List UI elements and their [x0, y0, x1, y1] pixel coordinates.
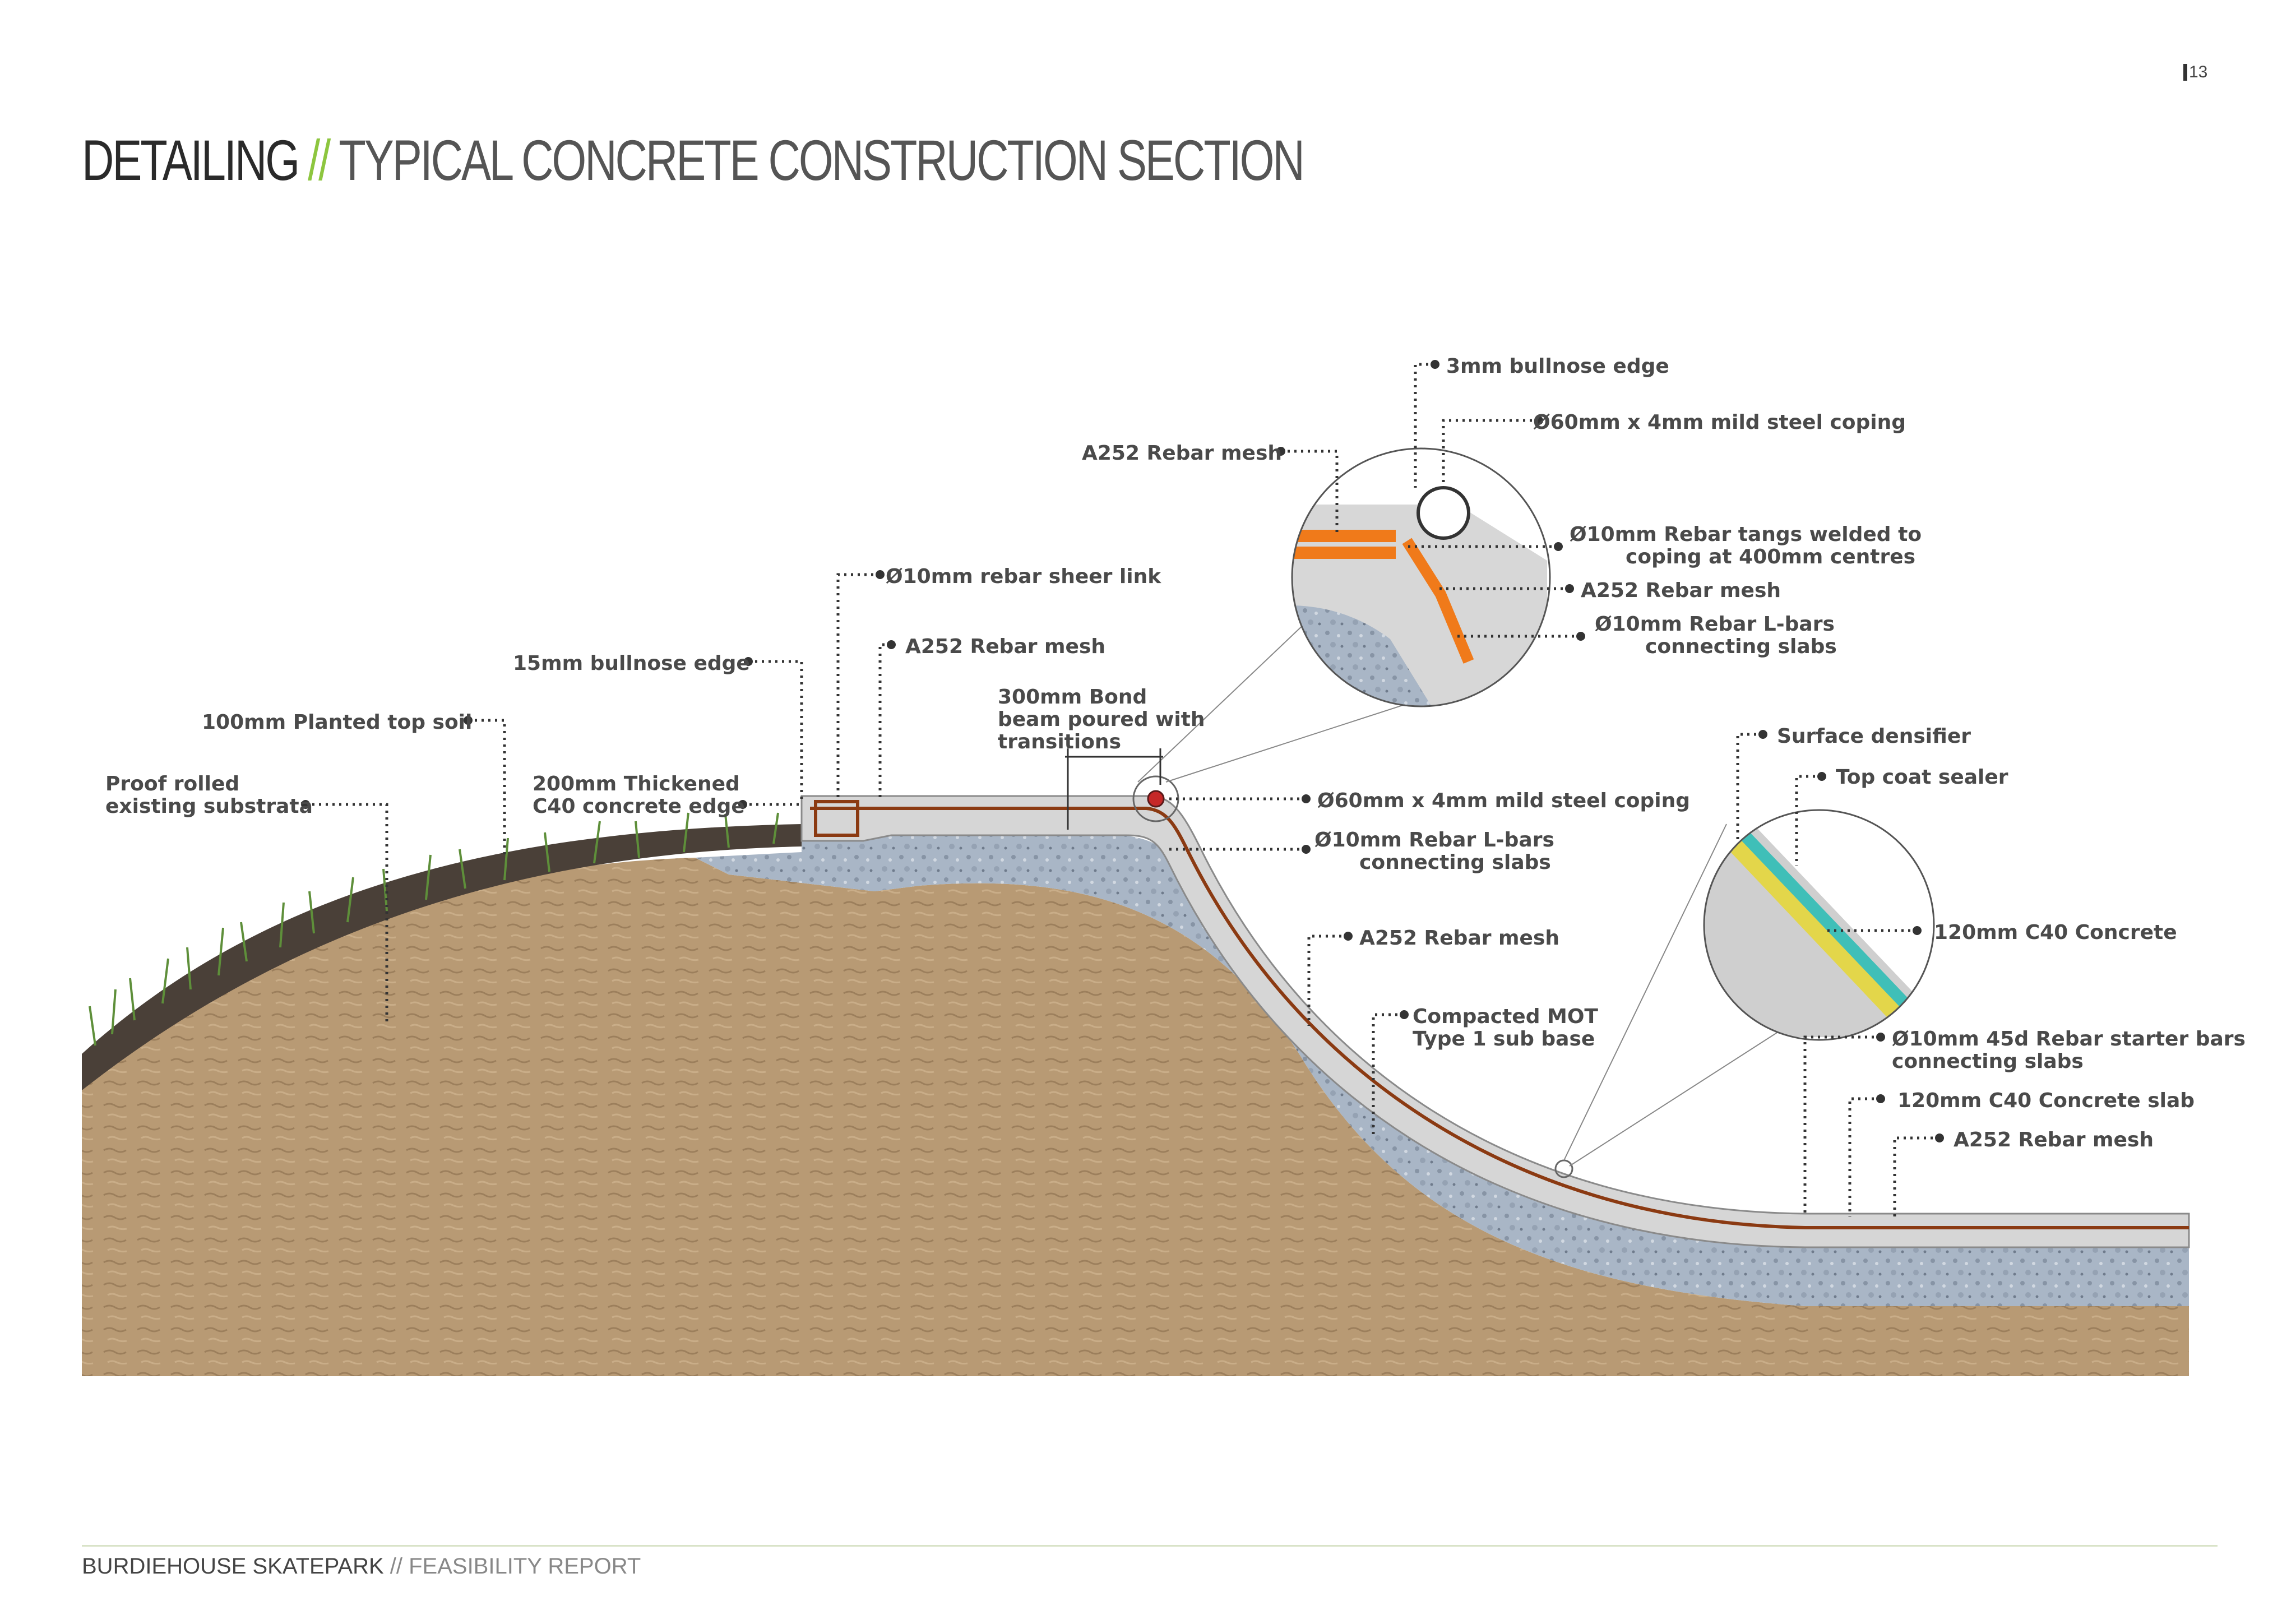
label-thickened-2: C40 concrete edge [533, 795, 745, 818]
label-lbars-detail-2: connecting slabs [1645, 635, 1837, 658]
label-substrata-1: Proof rolled [105, 772, 239, 795]
label-rebar-mesh-detail2: A252 Rebar mesh [1581, 579, 1781, 602]
detail-coping-outline [1291, 447, 1551, 707]
topsoil-band [82, 824, 802, 1090]
label-lbars-main-1: Ø10mm Rebar L-bars [1314, 829, 1554, 852]
label-mot-1: Compacted MOT [1413, 1005, 1598, 1028]
page-number-marker [2183, 64, 2187, 81]
label-bond-beam-3: transitions [998, 730, 1121, 753]
label-surface-densifier: Surface densifier [1777, 725, 1971, 748]
footer-report: FEASIBILITY REPORT [409, 1554, 641, 1579]
detail-sealer-outline [1703, 809, 1935, 1041]
label-starter-2: connecting slabs [1892, 1050, 2084, 1073]
page-title: DETAILING//TYPICAL CONCRETE CONSTRUCTION… [82, 128, 1305, 193]
label-bond-beam-1: 300mm Bond [998, 686, 1147, 709]
title-main: DETAILING [82, 128, 300, 192]
label-bullnose-3mm: 3mm bullnose edge [1446, 355, 1669, 378]
grass [89, 812, 779, 1046]
detail-sealer-circle [1704, 810, 1934, 1040]
label-thickened-1: 200mm Thickened [533, 772, 740, 795]
leader-lines [305, 363, 1939, 1216]
rebar-mesh-line [810, 807, 2189, 1229]
thickened-edge [814, 800, 859, 837]
detail-coping-circle [1292, 448, 1550, 706]
label-rebar-mesh-detail: A252 Rebar mesh [1082, 442, 1282, 465]
leader-dots [301, 360, 1944, 1142]
label-coping-main: Ø60mm x 4mm mild steel coping [1317, 789, 1690, 812]
title-separator: // [308, 128, 331, 192]
label-starter-1: Ø10mm 45d Rebar starter bars [1892, 1028, 2246, 1051]
label-rebar-mesh-deck: A252 Rebar mesh [905, 635, 1105, 658]
label-substrata-2: existing substrata [105, 795, 313, 818]
label-top-soil: 100mm Planted top soil [202, 711, 472, 734]
footer-project: BURDIEHOUSE SKATEPARK [82, 1554, 384, 1579]
label-bond-beam-2: beam poured with [998, 708, 1205, 731]
gravel-sub-base [695, 835, 2189, 1306]
page-number: 13 [2189, 63, 2208, 81]
label-lbars-main-2: connecting slabs [1359, 851, 1551, 874]
label-mot-2: Type 1 sub base [1413, 1028, 1595, 1051]
label-rebar-mesh-flat: A252 Rebar mesh [1954, 1128, 2154, 1151]
label-rebar-mesh-trans: A252 Rebar mesh [1359, 927, 1559, 950]
soil-layer [82, 858, 2189, 1376]
detail-coping-pipe [1417, 486, 1470, 540]
label-slab-120: 120mm C40 Concrete slab [1897, 1089, 2195, 1112]
footer: BURDIEHOUSE SKATEPARK // FEASIBILITY REP… [82, 1554, 641, 1579]
label-concrete-120: 120mm C40 Concrete [1934, 921, 2177, 944]
label-coping-detail: Ø60mm x 4mm mild steel coping [1533, 411, 1906, 434]
title-subtitle: TYPICAL CONCRETE CONSTRUCTION SECTION [339, 128, 1305, 192]
footer-separator: // [383, 1554, 409, 1579]
label-tangs-2: coping at 400mm centres [1626, 545, 1915, 568]
label-bullnose-15mm: 15mm bullnose edge [513, 652, 750, 675]
label-top-coat: Top coat sealer [1836, 766, 2008, 789]
label-tangs-1: Ø10mm Rebar tangs welded to [1570, 523, 1922, 546]
label-lbars-detail-1: Ø10mm Rebar L-bars [1595, 613, 1835, 636]
footer-rule [82, 1545, 2218, 1547]
bond-beam-dimension [1065, 748, 1163, 830]
coping-main [1147, 790, 1165, 808]
label-sheer-link: Ø10mm rebar sheer link [886, 565, 1161, 588]
